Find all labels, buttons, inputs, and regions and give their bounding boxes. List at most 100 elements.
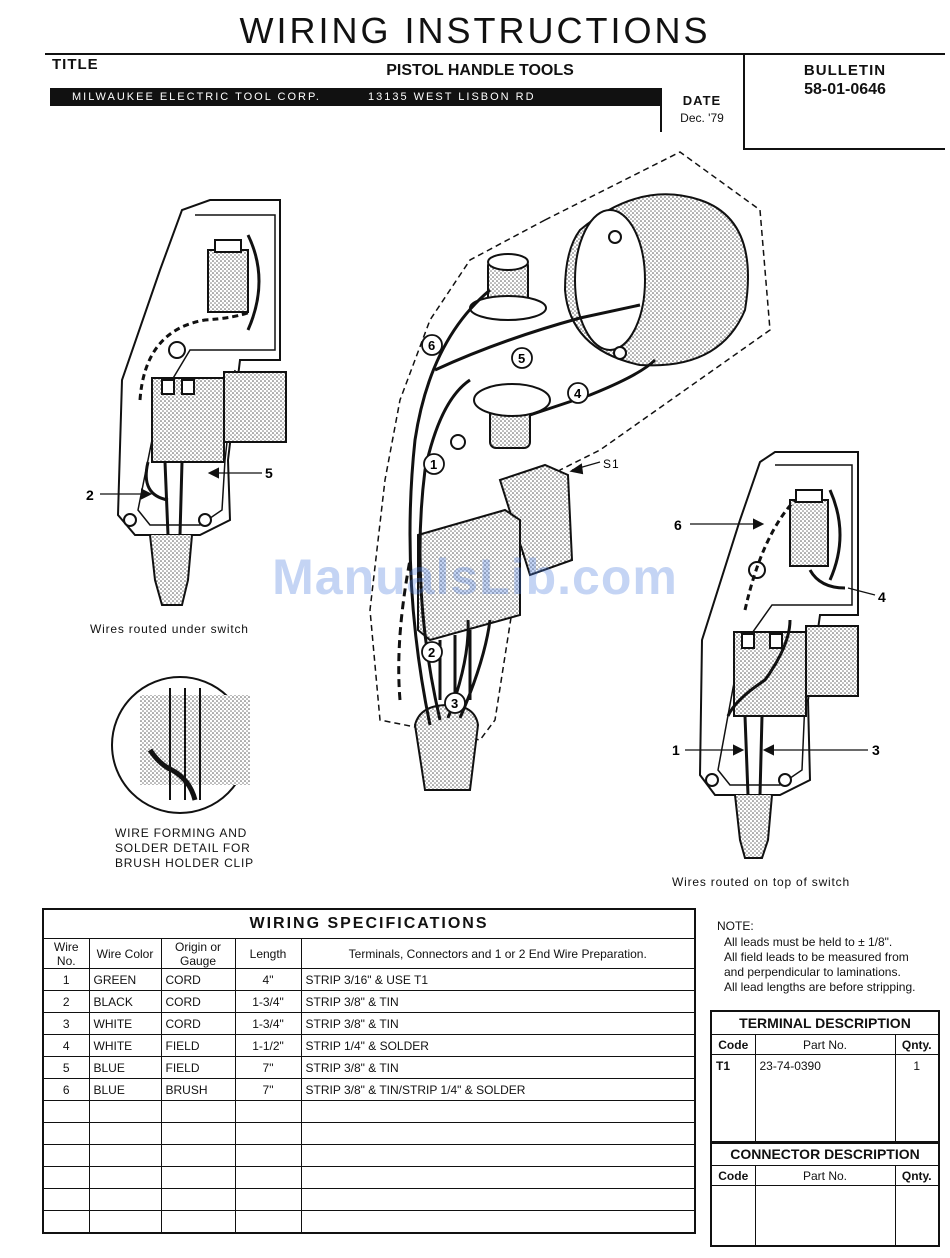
center-callout-2: 2 <box>428 645 435 660</box>
empty-row <box>42 1210 696 1234</box>
col-code: Code <box>710 1165 756 1186</box>
center-callout-5: 5 <box>518 351 525 366</box>
center-callout-4: 4 <box>574 386 582 401</box>
bulletin-label: BULLETIN <box>803 62 887 79</box>
cell: CORD <box>160 968 236 991</box>
col-wire-color: Wire Color <box>88 938 162 969</box>
cell: CORD <box>160 1012 236 1035</box>
cell: GREEN <box>88 968 162 991</box>
subject-title: PISTOL HANDLE TOOLS <box>386 62 574 79</box>
page-title: WIRING INSTRUCTIONS <box>239 10 711 51</box>
cell: 4" <box>234 968 302 991</box>
table-row: 2 BLACK CORD 1-3/4" STRIP 3/8" & TIN <box>42 990 696 1013</box>
switch-label: S1 <box>603 457 620 471</box>
cell: 1 <box>42 968 90 991</box>
empty-row <box>42 1100 696 1123</box>
cell: 7" <box>234 1056 302 1079</box>
cell: FIELD <box>160 1034 236 1057</box>
title-label: TITLE <box>52 56 99 73</box>
cell: 1-1/2" <box>234 1034 302 1057</box>
date-divider <box>660 88 662 132</box>
col-qnty: Qnty. <box>894 1034 940 1055</box>
wiring-diagram: 2 5 6 5 4 1 <box>86 151 886 859</box>
cell: BLACK <box>88 990 162 1013</box>
cell: CORD <box>160 990 236 1013</box>
center-callout-1: 1 <box>430 457 437 472</box>
col-wire-no: Wire No. <box>42 938 90 969</box>
cell: 2 <box>42 990 90 1013</box>
empty-row <box>42 1144 696 1167</box>
col-qnty: Qnty. <box>894 1165 940 1186</box>
center-callout-6: 6 <box>428 338 435 353</box>
cell: BLUE <box>88 1078 162 1101</box>
cell: WHITE <box>88 1012 162 1035</box>
bulletin-rule <box>743 148 945 150</box>
spec-table-title: WIRING SPECIFICATIONS <box>42 908 696 939</box>
cell: STRIP 3/16" & USE T1 <box>300 968 696 991</box>
empty-row <box>42 1188 696 1211</box>
cell: 7" <box>234 1078 302 1101</box>
col-terminals: Terminals, Connectors and 1 or 2 End Wir… <box>300 938 696 969</box>
cell: 23-74-0390 <box>754 1054 896 1143</box>
table-row: 1 GREEN CORD 4" STRIP 3/16" & USE T1 <box>42 968 696 991</box>
cell: STRIP 3/8" & TIN <box>300 990 696 1013</box>
table-row: T1 23-74-0390 1 <box>710 1054 940 1143</box>
right-callout-4: 4 <box>878 589 886 605</box>
detail-caption-line-3: BRUSH HOLDER CLIP <box>115 856 254 870</box>
cell: 3 <box>42 1012 90 1035</box>
right-handle-view <box>685 451 876 859</box>
col-part-no: Part No. <box>754 1034 896 1055</box>
company-name: MILWAUKEE ELECTRIC TOOL CORP. <box>72 91 321 103</box>
left-caption: Wires routed under switch <box>90 622 249 636</box>
company-address: 13135 WEST LISBON RD BROOKFIELD.WIS <box>368 91 536 121</box>
right-callout-3: 3 <box>872 742 880 758</box>
cell: 6 <box>42 1078 90 1101</box>
center-exploded-view <box>369 151 771 791</box>
cell: STRIP 3/8" & TIN <box>300 1012 696 1035</box>
cell: 1 <box>894 1054 940 1143</box>
note-line-4: All lead lengths are before stripping. <box>724 980 916 994</box>
col-part-no: Part No. <box>754 1165 896 1186</box>
cell: 4 <box>42 1034 90 1057</box>
bulletin-number: 58-01-0646 <box>804 81 886 98</box>
table-row: 5 BLUE FIELD 7" STRIP 3/8" & TIN <box>42 1056 696 1079</box>
left-callout-5: 5 <box>265 465 273 481</box>
note-line-3: and perpendicular to laminations. <box>724 965 901 979</box>
header-rule <box>45 53 945 55</box>
empty-row <box>42 1166 696 1189</box>
cell: FIELD <box>160 1056 236 1079</box>
cell: STRIP 3/8" & TIN <box>300 1056 696 1079</box>
cell: 5 <box>42 1056 90 1079</box>
bulletin-divider <box>743 53 745 149</box>
connector-description-table: CONNECTOR DESCRIPTION Code Part No. Qnty… <box>710 1141 940 1247</box>
note-label: NOTE: <box>717 919 754 933</box>
table-row: 6 BLUE BRUSH 7" STRIP 3/8" & TIN/STRIP 1… <box>42 1078 696 1101</box>
cell: T1 <box>710 1054 756 1143</box>
table-row: 4 WHITE FIELD 1-1/2" STRIP 1/4" & SOLDER <box>42 1034 696 1057</box>
empty-row <box>42 1122 696 1145</box>
company-bar: MILWAUKEE ELECTRIC TOOL CORP. 13135 WEST… <box>50 88 660 121</box>
detail-caption-line-2: SOLDER DETAIL FOR <box>115 841 251 855</box>
cell: 1-3/4" <box>234 990 302 1013</box>
left-callout-2: 2 <box>86 487 94 503</box>
date-label: DATE <box>682 93 722 108</box>
cell: BLUE <box>88 1056 162 1079</box>
watermark: ManualsLib.com <box>272 549 678 605</box>
wiring-spec-table: WIRING SPECIFICATIONS Wire No. Wire Colo… <box>42 908 696 1234</box>
right-callout-6: 6 <box>674 517 682 533</box>
right-caption: Wires routed on top of switch <box>672 875 850 889</box>
note-line-1: All leads must be held to ± 1/8". <box>724 935 893 949</box>
center-callout-3: 3 <box>451 696 458 711</box>
note-line-2: All field leads to be measured from <box>724 950 909 964</box>
col-code: Code <box>710 1034 756 1055</box>
cell: WHITE <box>88 1034 162 1057</box>
detail-caption-line-1: WIRE FORMING AND <box>115 826 248 840</box>
date-value: Dec. '79 <box>680 111 724 125</box>
cell: BRUSH <box>160 1078 236 1101</box>
empty-row <box>710 1185 940 1246</box>
col-length: Length <box>234 938 302 969</box>
cell: STRIP 1/4" & SOLDER <box>300 1034 696 1057</box>
cell: 1-3/4" <box>234 1012 302 1035</box>
terminal-description-table: TERMINAL DESCRIPTION Code Part No. Qnty.… <box>710 1010 940 1144</box>
col-origin: Origin or Gauge <box>160 938 236 969</box>
